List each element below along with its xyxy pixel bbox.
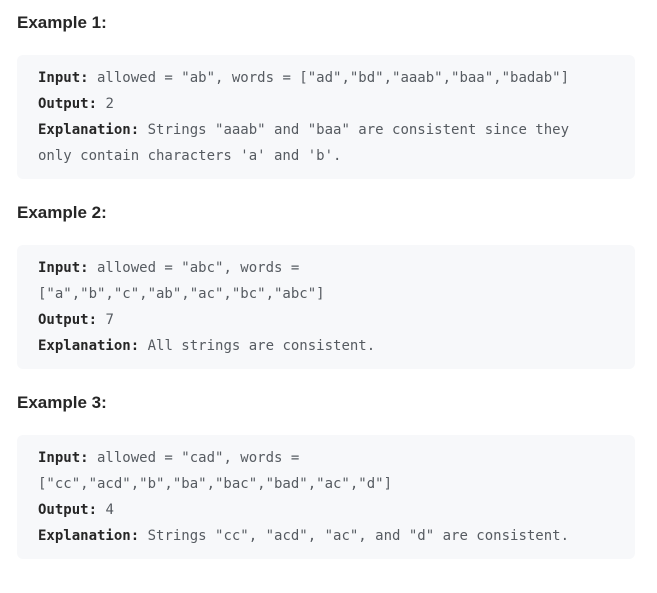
- explanation-value: Strings "cc", "acd", "ac", and "d" are c…: [139, 528, 570, 544]
- input-label: Input:: [38, 260, 89, 276]
- example-1-output-line: Output: 2: [38, 91, 583, 117]
- example-1-explanation-line: Explanation: Strings "aaab" and "baa" ar…: [38, 117, 583, 169]
- explanation-label: Explanation:: [38, 528, 140, 544]
- input-value: allowed = "abc", words = ["a","b","c","a…: [38, 260, 325, 302]
- output-label: Output:: [38, 96, 98, 112]
- example-2-code-block: Input: allowed = "abc", words = ["a","b"…: [17, 245, 635, 369]
- example-3-explanation-line: Explanation: Strings "cc", "acd", "ac", …: [38, 523, 583, 549]
- example-1-heading: Example 1:: [17, 13, 107, 32]
- input-label: Input:: [38, 450, 89, 466]
- output-label: Output:: [38, 312, 98, 328]
- input-value: allowed = "cad", words = ["cc","acd","b"…: [38, 450, 393, 492]
- example-2-output-line: Output: 7: [38, 307, 583, 333]
- output-value: 7: [97, 312, 114, 328]
- explanation-value: Strings "aaab" and "baa" are consistent …: [38, 122, 578, 164]
- example-3-heading: Example 3:: [17, 393, 107, 412]
- explanation-value: All strings are consistent.: [139, 338, 376, 354]
- output-value: 2: [97, 96, 114, 112]
- output-value: 4: [97, 502, 114, 518]
- explanation-label: Explanation:: [38, 122, 140, 138]
- input-label: Input:: [38, 70, 89, 86]
- input-value: allowed = "ab", words = ["ad","bd","aaab…: [88, 70, 570, 86]
- example-2-heading: Example 2:: [17, 203, 107, 222]
- example-1-input-line: Input: allowed = "ab", words = ["ad","bd…: [38, 65, 583, 91]
- example-2-input-line: Input: allowed = "abc", words = ["a","b"…: [38, 255, 583, 307]
- example-1-code-block: Input: allowed = "ab", words = ["ad","bd…: [17, 55, 635, 179]
- example-3-output-line: Output: 4: [38, 497, 583, 523]
- example-3-code-block: Input: allowed = "cad", words = ["cc","a…: [17, 435, 635, 559]
- output-label: Output:: [38, 502, 98, 518]
- example-2-explanation-line: Explanation: All strings are consistent.: [38, 333, 583, 359]
- example-3-input-line: Input: allowed = "cad", words = ["cc","a…: [38, 445, 583, 497]
- explanation-label: Explanation:: [38, 338, 140, 354]
